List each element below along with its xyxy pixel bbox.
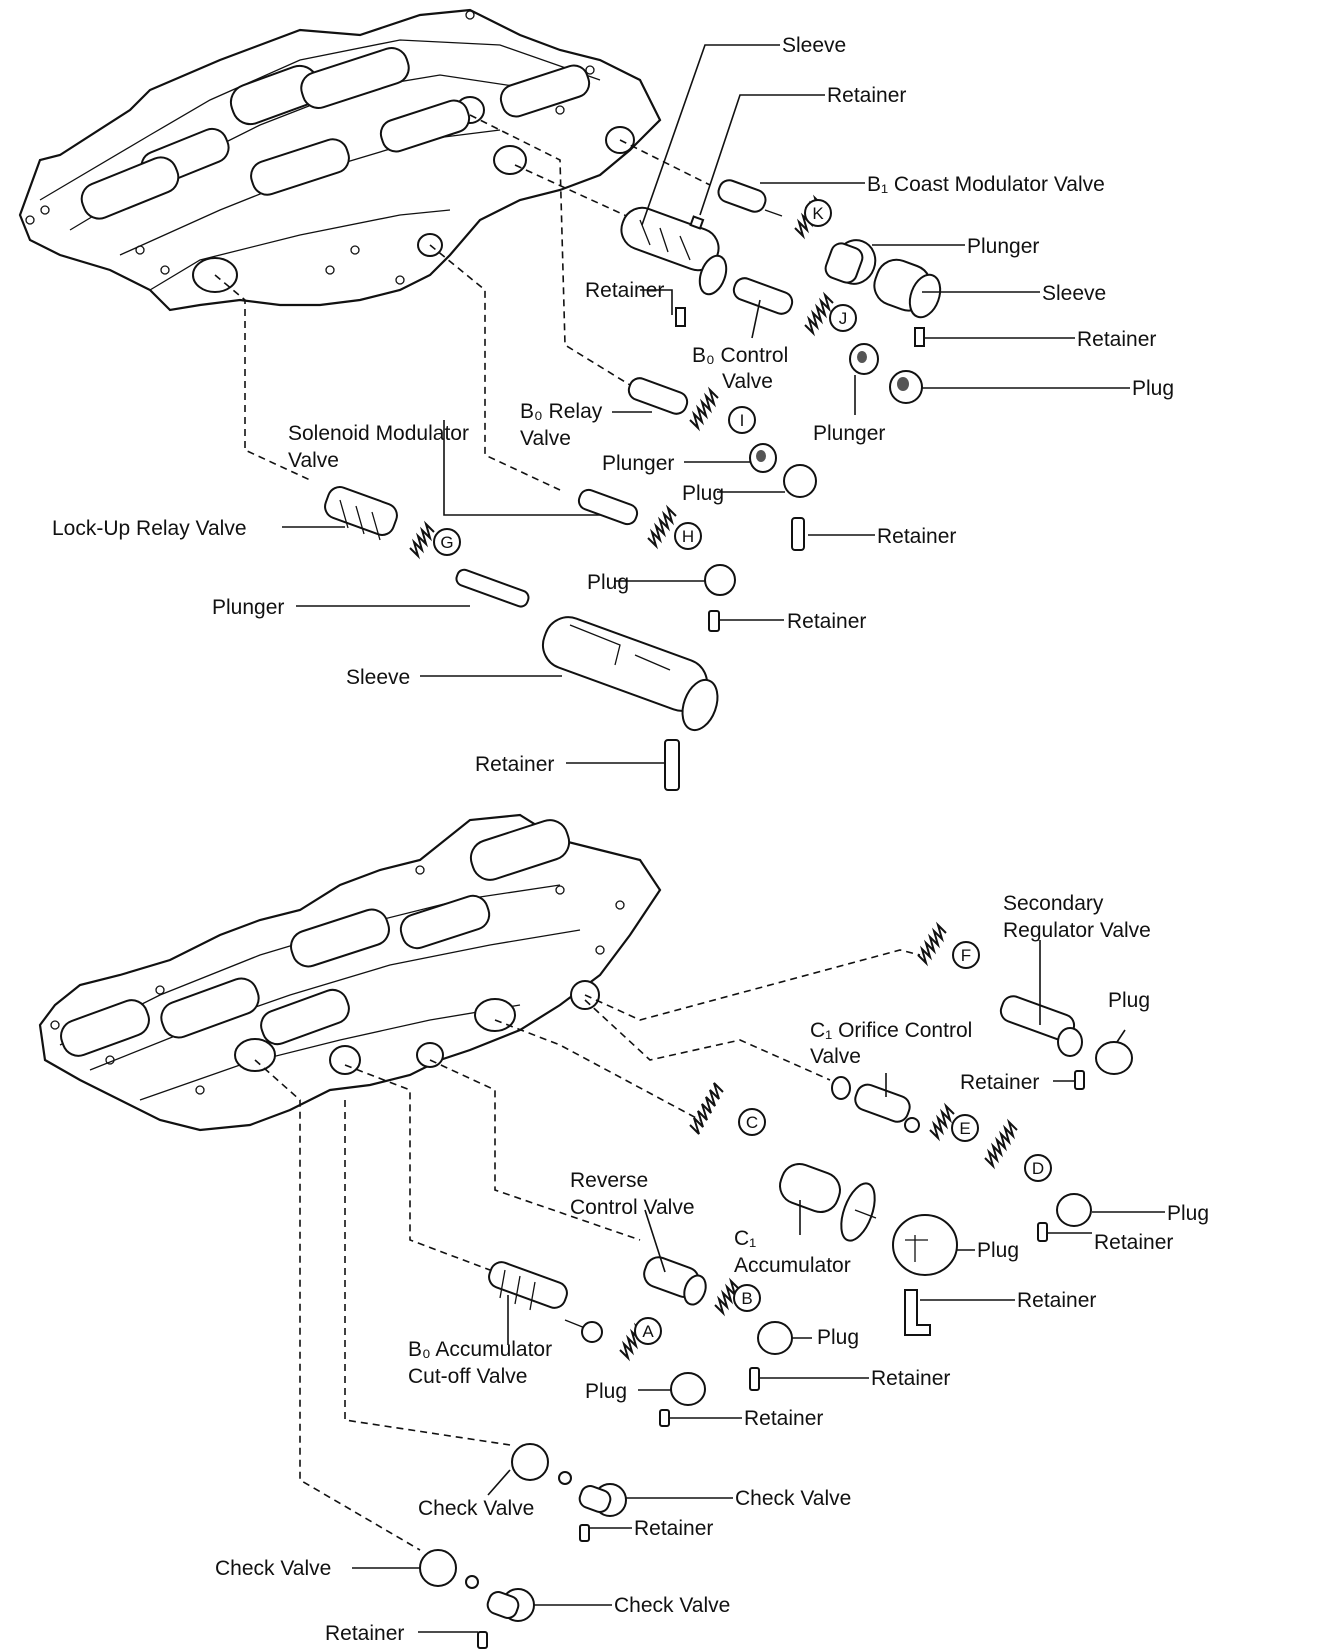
spring-marker-k: K (804, 199, 832, 227)
spring-marker-e: E (951, 1114, 979, 1142)
upper-parts (324, 179, 942, 791)
svg-text:E: E (959, 1119, 970, 1138)
label-b0-accumulator-cutoff-valve-2: Cut-off Valve (408, 1365, 527, 1388)
lower-leader-lines (352, 940, 1165, 1633)
label-secondary-regulator-valve-2: Regulator Valve (1003, 919, 1151, 942)
lower-valve-body (38, 813, 662, 1132)
label-b0-control-valve-2: Valve (722, 370, 773, 393)
svg-text:F: F (961, 946, 971, 965)
b1-coast-modulator-valve-part (717, 179, 783, 217)
spring-markers: K J I H G F E D C B A (433, 199, 1052, 1345)
label-retainer-f: Retainer (960, 1071, 1039, 1094)
label-reverse-control-valve-1: Reverse (570, 1169, 648, 1192)
label-plug-h: Plug (587, 571, 629, 594)
sleeve-top-part (620, 206, 728, 296)
label-sleeve-top: Sleeve (782, 34, 846, 57)
label-c1-accumulator-2: Accumulator (734, 1254, 851, 1277)
label-reverse-control-valve-2: Control Valve (570, 1196, 695, 1219)
label-plug-d: Plug (1167, 1202, 1209, 1225)
spring-marker-f: F (952, 941, 980, 969)
svg-text:J: J (839, 309, 848, 328)
label-retainer-check-lower: Retainer (325, 1622, 404, 1645)
label-retainer-check-upper: Retainer (634, 1517, 713, 1540)
label-solenoid-modulator-valve-2: Valve (288, 449, 339, 472)
label-plunger-g: Plunger (212, 596, 284, 619)
label-retainer-h: Retainer (787, 610, 866, 633)
spring-marker-a: A (634, 1317, 662, 1345)
label-retainer-top: Retainer (827, 84, 906, 107)
label-retainer-d: Retainer (1094, 1231, 1173, 1254)
label-retainer-g: Retainer (475, 753, 554, 776)
label-c1-orifice-control-valve-1: C₁ Orifice Control (810, 1019, 972, 1042)
part-labels: Sleeve Retainer B₁ Coast Modulator Valve… (52, 34, 1209, 1645)
label-retainer-j: Retainer (1077, 328, 1156, 351)
label-plug-a: Plug (585, 1380, 627, 1403)
label-retainer-c: Retainer (1017, 1289, 1096, 1312)
label-plug-j: Plug (1132, 377, 1174, 400)
label-plunger-k: Plunger (967, 235, 1039, 258)
svg-text:G: G (440, 533, 453, 552)
lower-parts (419, 921, 1133, 1649)
spring-marker-j: J (829, 304, 857, 332)
label-b0-relay-valve-2: Valve (520, 427, 571, 450)
label-c1-orifice-control-valve-2: Valve (810, 1045, 861, 1068)
label-sleeve-g: Sleeve (346, 666, 410, 689)
label-b0-relay-valve-1: B₀ Relay (520, 400, 603, 423)
label-plunger-j: Plunger (813, 422, 885, 445)
label-sleeve-k: Sleeve (1042, 282, 1106, 305)
svg-text:K: K (812, 204, 824, 223)
spring-marker-g: G (433, 528, 461, 556)
label-plug-f: Plug (1108, 989, 1150, 1012)
label-plunger-i: Plunger (602, 452, 674, 475)
upper-valve-body (18, 8, 662, 312)
spring-marker-b: B (733, 1284, 761, 1312)
label-solenoid-modulator-valve-1: Solenoid Modulator (288, 422, 469, 445)
label-b0-accumulator-cutoff-valve-1: B₀ Accumulator (408, 1338, 552, 1361)
lower-guide-lines (254, 949, 921, 1551)
label-plug-b: Plug (817, 1326, 859, 1349)
label-b1-coast-modulator-valve: B₁ Coast Modulator Valve (867, 173, 1105, 196)
label-lock-up-relay-valve: Lock-Up Relay Valve (52, 517, 247, 540)
label-plug-c: Plug (977, 1239, 1019, 1262)
label-check-valve-upper-left: Check Valve (418, 1497, 534, 1520)
svg-text:H: H (682, 527, 694, 546)
spring-marker-h: H (674, 522, 702, 550)
label-retainer-a: Retainer (744, 1407, 823, 1430)
label-check-valve-upper-right: Check Valve (735, 1487, 851, 1510)
svg-text:A: A (642, 1322, 654, 1341)
label-check-valve-lower-left: Check Valve (215, 1557, 331, 1580)
svg-text:C: C (746, 1113, 758, 1132)
spring-marker-d: D (1024, 1154, 1052, 1182)
label-check-valve-lower-right: Check Valve (614, 1594, 730, 1617)
label-retainer-left-upper: Retainer (585, 279, 664, 302)
label-b0-control-valve-1: B₀ Control (692, 344, 788, 367)
spring-marker-i: I (728, 406, 756, 434)
label-plug-i: Plug (682, 482, 724, 505)
label-retainer-b: Retainer (871, 1367, 950, 1390)
label-retainer-i: Retainer (877, 525, 956, 548)
svg-text:D: D (1032, 1159, 1044, 1178)
label-secondary-regulator-valve-1: Secondary (1003, 892, 1104, 915)
spring-marker-c: C (738, 1108, 766, 1136)
svg-text:I: I (740, 411, 745, 430)
svg-text:B: B (741, 1289, 752, 1308)
upper-leader-lines (282, 44, 1130, 764)
label-c1-accumulator-1: C₁ (734, 1227, 756, 1250)
